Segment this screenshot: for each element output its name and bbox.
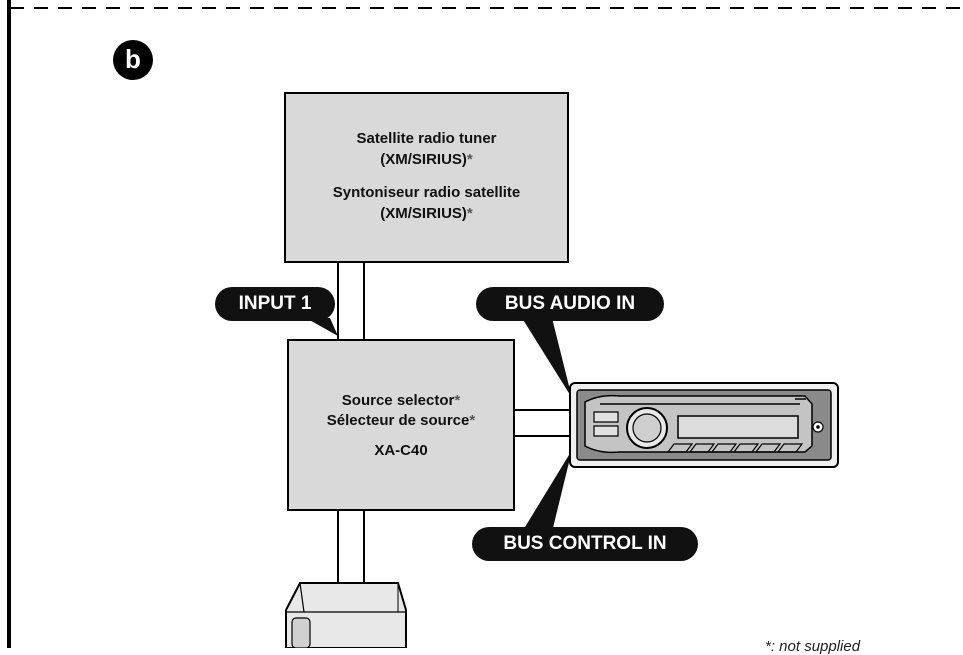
tuner-label-fr: Syntoniseur radio satellite: [285, 184, 568, 201]
bus-audio-pointer: [522, 318, 572, 398]
input1-callout: INPUT 1: [215, 287, 335, 321]
tuner-label-en: Satellite radio tuner: [285, 130, 568, 147]
tuner-label-fr-model-text: (XM/SIRIUS): [380, 205, 467, 222]
selector-label-en: Source selector*: [288, 392, 514, 409]
selector-model: XA-C40: [288, 442, 514, 459]
cable-tuner-to-selector: [337, 261, 365, 341]
tuner-box: [284, 92, 569, 263]
selector-label-fr: Sélecteur de source*: [288, 412, 514, 429]
cd-changer-device: [285, 582, 407, 648]
car-stereo-head-unit: [569, 382, 839, 468]
tuner-asterisk-2: *: [466, 205, 473, 222]
bus-control-pointer: [522, 450, 572, 532]
input1-pointer: [306, 318, 338, 336]
selector-box: [287, 339, 515, 511]
tuner-label-en-model-text: (XM/SIRIUS): [380, 151, 467, 168]
tuner-label-en-model: (XM/SIRIUS)*: [285, 151, 568, 168]
tuner-asterisk-1: *: [466, 151, 473, 168]
tuner-label-fr-text: Syntoniseur radio satellite: [332, 184, 521, 201]
cable-selector-to-changer: [337, 509, 365, 589]
tuner-label-fr-model: (XM/SIRIUS)*: [285, 205, 568, 222]
selector-label-fr-text: Sélecteur de source: [326, 412, 470, 429]
bus-audio-in-callout: BUS AUDIO IN: [476, 287, 664, 321]
cable-selector-to-head-unit: [514, 409, 575, 437]
selector-asterisk-1: *: [454, 392, 461, 409]
selector-model-text: XA-C40: [374, 442, 428, 459]
figure-badge: b: [113, 40, 153, 80]
selector-label-en-text: Source selector: [341, 392, 455, 409]
bus-control-in-callout: BUS CONTROL IN: [472, 527, 698, 561]
selector-asterisk-2: *: [469, 412, 476, 429]
tuner-label-en-text: Satellite radio tuner: [356, 130, 497, 147]
footnote-not-supplied: *: not supplied: [765, 638, 861, 655]
